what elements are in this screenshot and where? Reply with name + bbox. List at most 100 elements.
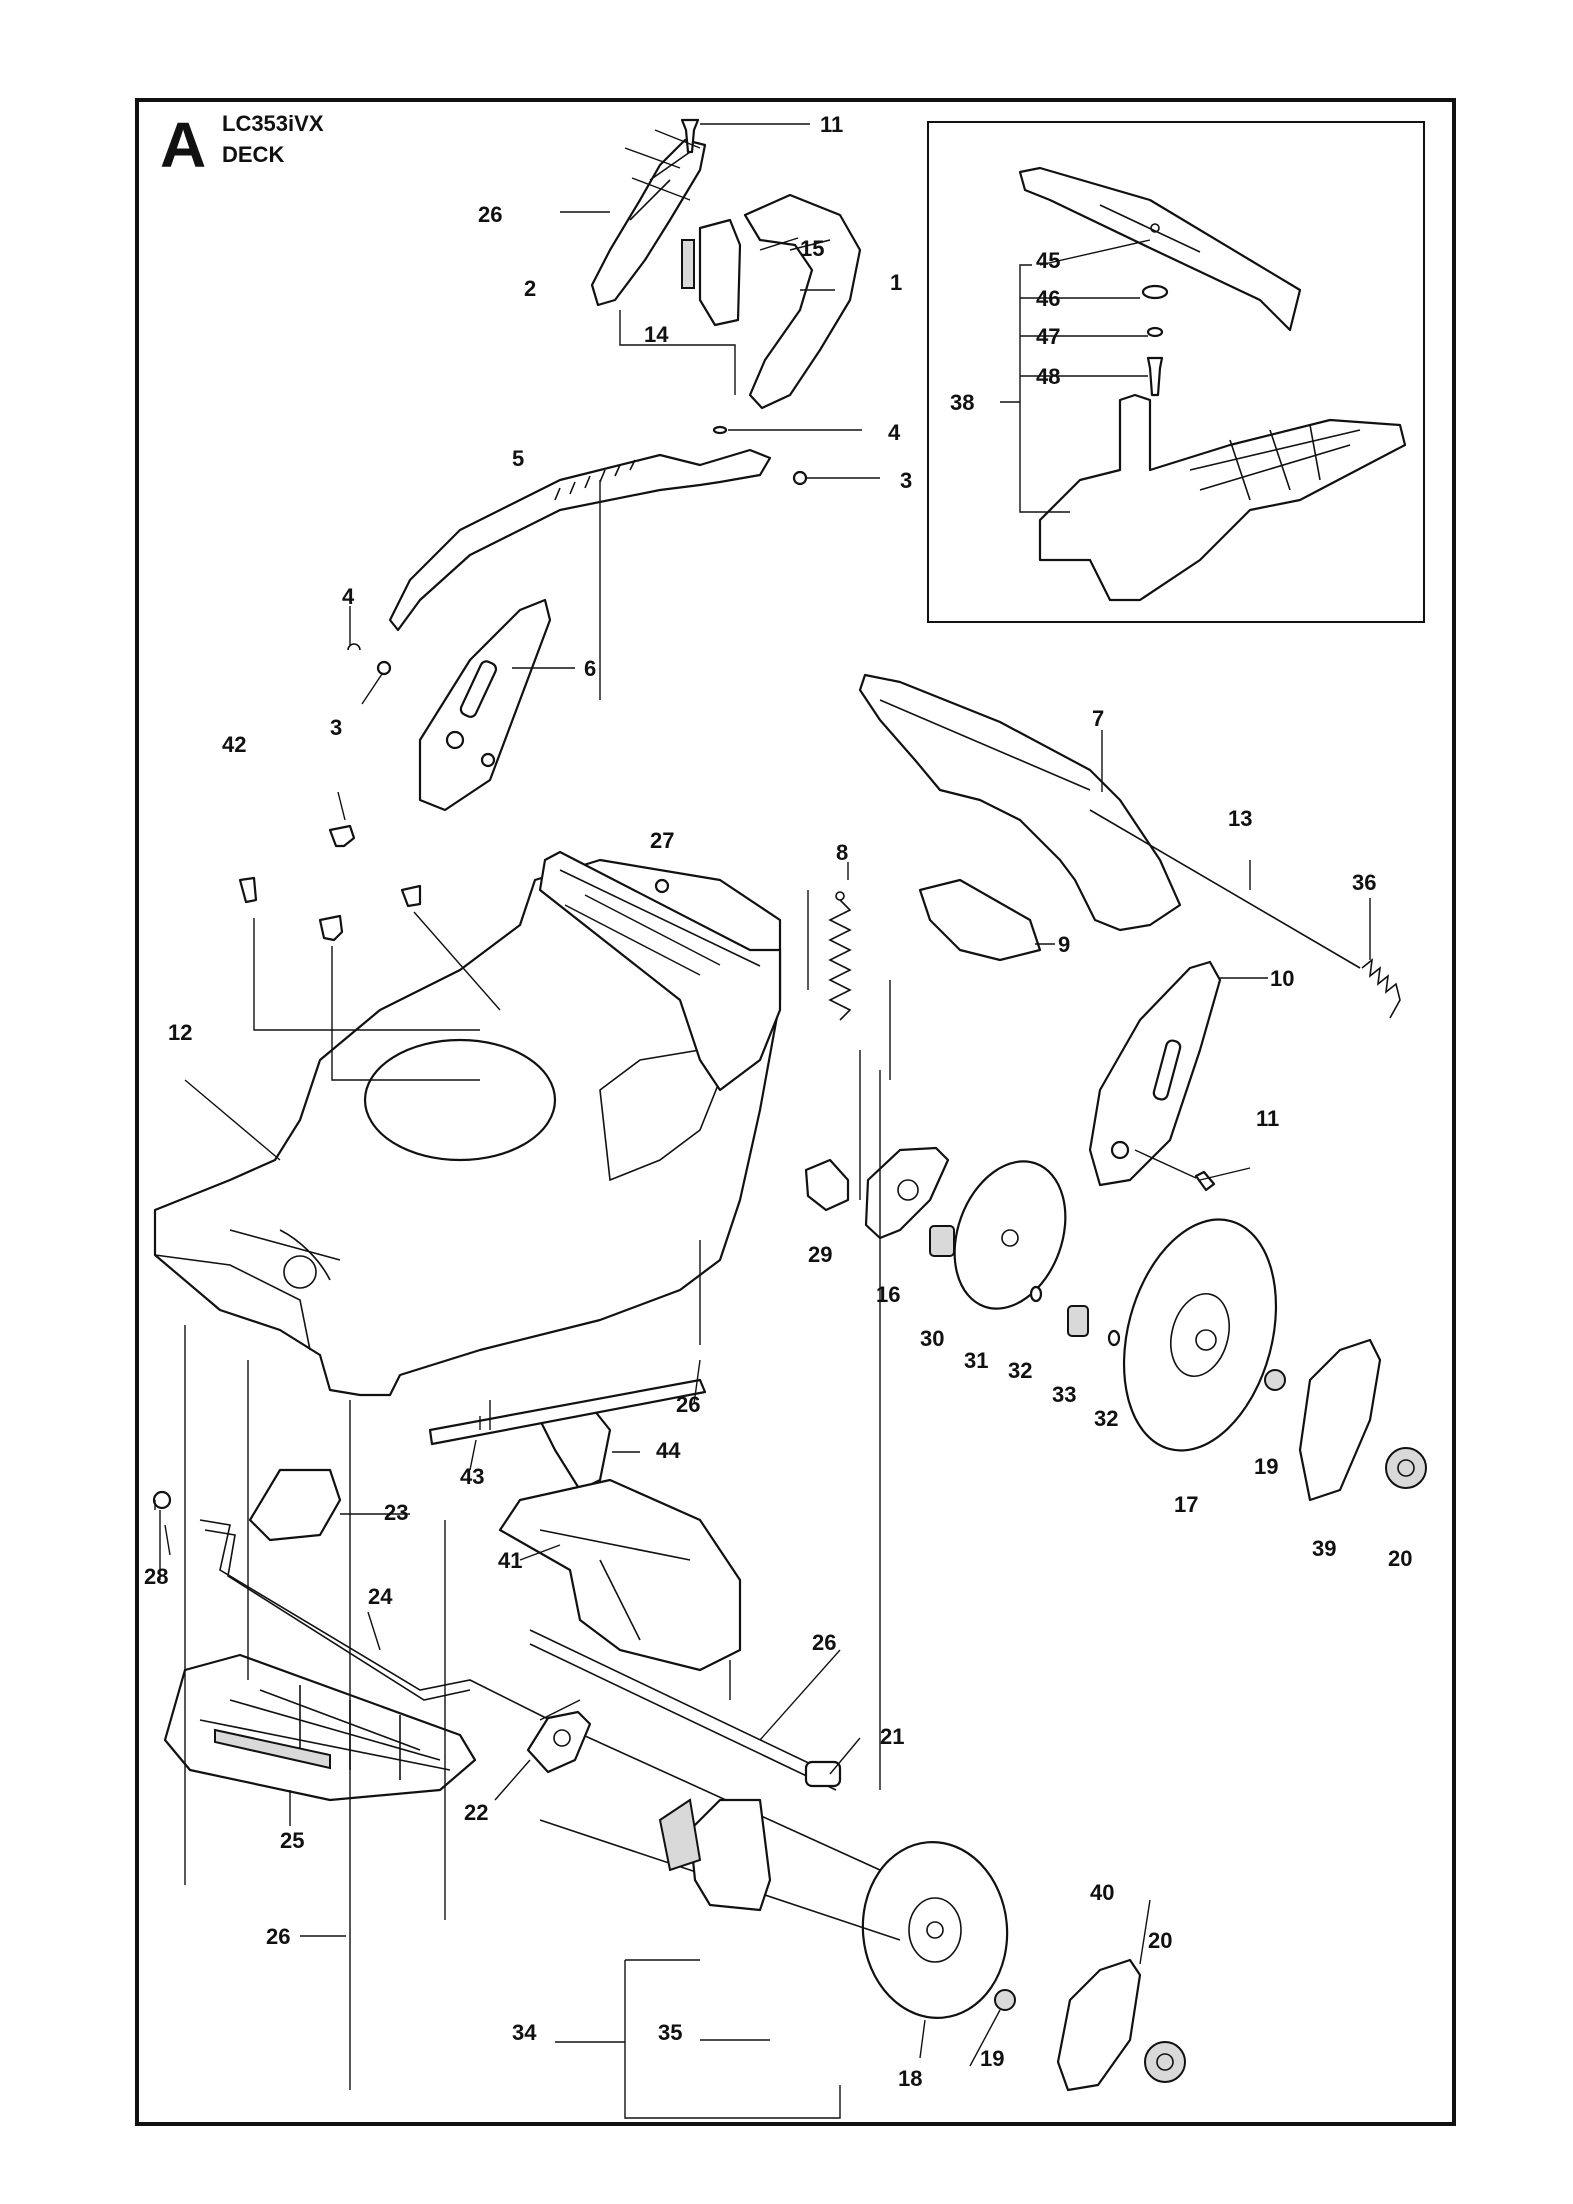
baffle-41 (498, 1478, 742, 1672)
callout-24: 24 (368, 1584, 393, 1609)
callout-42: 42 (222, 732, 246, 757)
bearing-29 (804, 1158, 850, 1212)
blade-holder-38 (1038, 393, 1407, 602)
model-name: LC353iVX (222, 111, 324, 136)
callout-21: 21 (880, 1724, 904, 1749)
callout-10: 10 (1270, 966, 1294, 991)
mower-deck-12 (153, 858, 782, 1397)
wheel-cover-31 (953, 1160, 1067, 1310)
rear-flap-7 (858, 673, 1182, 932)
callout-47: 47 (1036, 324, 1060, 349)
callout-3: 3 (900, 468, 912, 493)
callout-30: 30 (920, 1326, 944, 1351)
callout-32: 32 (1094, 1406, 1118, 1431)
callout-17: 17 (1174, 1492, 1198, 1517)
blade-inset-box (927, 121, 1425, 623)
callout-34: 34 (512, 2020, 537, 2045)
washer-32a (1029, 1285, 1043, 1303)
callout-16: 16 (876, 1282, 900, 1307)
side-plate-6 (418, 598, 552, 812)
callout-32: 32 (1008, 1358, 1032, 1383)
nut-19-rear (1264, 1369, 1286, 1391)
callout-43: 43 (460, 1464, 484, 1489)
callout-13: 13 (1228, 806, 1252, 831)
callout-39: 39 (1312, 1536, 1336, 1561)
screw-11-top (680, 118, 700, 154)
callout-11: 11 (820, 112, 843, 137)
bolt-48 (1146, 356, 1164, 397)
knob-42c (318, 914, 344, 942)
callout-22: 22 (464, 1800, 488, 1825)
callout-48: 48 (1036, 364, 1060, 389)
deck-rear-body (538, 850, 782, 1092)
hub-cap-39 (1298, 1338, 1382, 1502)
callout-19: 19 (1254, 1454, 1278, 1479)
callout-20: 20 (1148, 1928, 1172, 1953)
callout-14: 14 (644, 322, 669, 347)
callout-25: 25 (280, 1828, 304, 1853)
spring-8 (828, 891, 852, 1021)
callout-26: 26 (478, 202, 502, 227)
callout-8: 8 (836, 840, 848, 865)
spring-36 (1361, 958, 1401, 1019)
rod-13 (1089, 809, 1361, 969)
side-plate-10 (1088, 960, 1222, 1187)
washer-47 (1146, 326, 1164, 338)
callout-6: 6 (584, 656, 596, 681)
front-cover-23 (248, 1468, 342, 1542)
callout-11: 11 (1256, 1106, 1279, 1131)
callout-4: 4 (342, 584, 355, 609)
callout-12: 12 (168, 1020, 192, 1045)
callout-18: 18 (898, 2066, 922, 2091)
gearbox-34 (539, 1798, 901, 1941)
strip-43 (428, 1378, 707, 1446)
gear-cover-16 (864, 1146, 950, 1240)
knob-27 (654, 878, 670, 894)
knob-42d (400, 884, 422, 908)
callout-15: 15 (800, 236, 824, 261)
height-lever-5 (388, 448, 772, 632)
spring-14 (681, 239, 695, 289)
callout-45: 45 (1036, 248, 1060, 273)
callout-28: 28 (144, 1564, 168, 1589)
cover-9 (918, 878, 1042, 962)
blade-part (1018, 166, 1302, 332)
section-title: DECK (222, 142, 285, 167)
callout-46: 46 (1036, 286, 1060, 311)
hub-cap-40 (1056, 1958, 1142, 2092)
callout-44: 44 (656, 1438, 681, 1463)
callout-3: 3 (330, 715, 342, 740)
callout-33: 33 (1052, 1382, 1076, 1407)
hub-nut-20-front (1144, 2041, 1186, 2083)
callout-31: 31 (964, 1348, 988, 1373)
washer-32b (1107, 1329, 1121, 1347)
callout-1: 1 (890, 270, 902, 295)
clip-4-top (712, 425, 728, 435)
screw-11-right (1194, 1170, 1216, 1192)
callout-27: 27 (650, 828, 674, 853)
callout-2: 2 (524, 276, 536, 301)
handle-bracket-2 (590, 138, 707, 307)
callout-7: 7 (1092, 706, 1104, 731)
rear-axle-21 (529, 1629, 842, 1791)
callout-26: 26 (676, 1392, 700, 1417)
clip-15 (698, 218, 742, 327)
front-wheel-18 (861, 1841, 1009, 2019)
callout-4: 4 (888, 420, 901, 445)
callout-40: 40 (1090, 1880, 1114, 1905)
callout-29: 29 (808, 1242, 832, 1267)
diagram-frame (135, 98, 1456, 2126)
pinion-30 (929, 1225, 955, 1257)
callout-36: 36 (1352, 870, 1376, 895)
screw-3-top (792, 470, 808, 486)
callout-9: 9 (1058, 932, 1070, 957)
callout-20: 20 (1388, 1546, 1412, 1571)
callout-19: 19 (980, 2046, 1004, 2071)
callout-26: 26 (266, 1924, 290, 1949)
callout-38: 38 (950, 390, 974, 415)
clip-4-left (347, 643, 361, 651)
callout-35: 35 (658, 2020, 682, 2045)
knob-42a (328, 824, 356, 848)
callout-41: 41 (498, 1548, 522, 1573)
